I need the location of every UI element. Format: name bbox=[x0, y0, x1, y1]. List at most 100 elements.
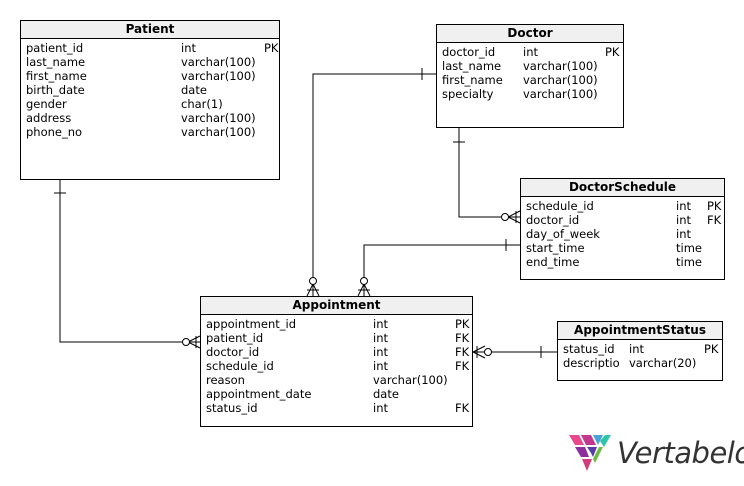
column-key: PK bbox=[264, 41, 279, 55]
column-type: varchar(100) bbox=[181, 125, 256, 139]
column-type: int bbox=[676, 213, 691, 227]
column-name: day_of_week bbox=[526, 227, 600, 241]
column-row: start_time time bbox=[526, 241, 724, 255]
vertabelo-wordmark: Vertabelo bbox=[617, 436, 744, 470]
column-type: varchar(100) bbox=[523, 73, 598, 87]
column-type: int bbox=[676, 199, 691, 213]
column-key: FK bbox=[707, 213, 722, 227]
column-name: specialty bbox=[442, 87, 494, 101]
column-type: varchar(100) bbox=[523, 87, 598, 101]
column-row: reason varchar(100) bbox=[206, 373, 472, 387]
column-row: doctor_id int FK bbox=[206, 345, 472, 359]
column-name: patient_id bbox=[206, 331, 264, 345]
column-type: int bbox=[373, 401, 388, 415]
column-type: time bbox=[676, 255, 702, 269]
column-type: int bbox=[523, 45, 538, 59]
column-row: doctor_id int PK bbox=[442, 45, 623, 59]
column-type: char(1) bbox=[181, 97, 223, 111]
column-type: int bbox=[373, 345, 388, 359]
entity-appointmentstatus[interactable]: AppointmentStatus status_id int PK descrip… bbox=[557, 321, 723, 381]
column-row: gender char(1) bbox=[26, 97, 279, 111]
column-name: gender bbox=[26, 97, 67, 111]
entity-title: DoctorSchedule bbox=[521, 179, 724, 197]
column-row: status_id int PK bbox=[563, 342, 722, 356]
entity-title: AppointmentStatus bbox=[558, 322, 722, 340]
column-name: first_name bbox=[442, 73, 503, 87]
column-key: FK bbox=[455, 331, 470, 345]
column-key: PK bbox=[605, 45, 620, 59]
column-key: FK bbox=[455, 345, 470, 359]
column-type: int bbox=[181, 41, 196, 55]
column-name: last_name bbox=[442, 59, 502, 73]
column-name: doctor_id bbox=[526, 213, 580, 227]
rel-patient-appointment bbox=[59, 180, 200, 343]
column-row: specialty varchar(100) bbox=[442, 87, 623, 101]
entity-title: Patient bbox=[21, 21, 279, 39]
column-name: doctor_id bbox=[442, 45, 496, 59]
column-type: varchar(100) bbox=[373, 373, 448, 387]
column-name: birth_date bbox=[26, 83, 85, 97]
column-name: address bbox=[26, 111, 72, 125]
column-row: schedule_id int PK bbox=[526, 199, 724, 213]
column-name: schedule_id bbox=[206, 359, 274, 373]
column-row: patient_id int PK bbox=[26, 41, 279, 55]
column-row: last_name varchar(100) bbox=[26, 55, 279, 69]
rel-schedule-appointment bbox=[363, 244, 520, 296]
column-row: appointment_date date bbox=[206, 387, 472, 401]
column-key: FK bbox=[455, 359, 470, 373]
column-key: PK bbox=[707, 199, 722, 213]
vertabelo-logo-icon bbox=[569, 435, 611, 471]
column-row: first_name varchar(100) bbox=[26, 69, 279, 83]
column-key: FK bbox=[455, 401, 470, 415]
column-key: PK bbox=[704, 342, 719, 356]
column-name: phone_no bbox=[26, 125, 83, 139]
column-type: date bbox=[373, 387, 399, 401]
entity-title: Appointment bbox=[201, 297, 472, 315]
rel-doctor-appointment bbox=[312, 73, 436, 296]
column-row: address varchar(100) bbox=[26, 111, 279, 125]
column-type: int bbox=[629, 342, 644, 356]
column-type: int bbox=[373, 317, 388, 331]
column-type: int bbox=[373, 359, 388, 373]
column-name: last_name bbox=[26, 55, 86, 69]
column-type: varchar(100) bbox=[181, 111, 256, 125]
column-name: appointment_id bbox=[206, 317, 296, 331]
column-row: schedule_id int FK bbox=[206, 359, 472, 373]
column-row: status_id int FK bbox=[206, 401, 472, 415]
column-name: reason bbox=[206, 373, 245, 387]
column-name: start_time bbox=[526, 241, 585, 255]
column-type: varchar(100) bbox=[181, 69, 256, 83]
column-type: varchar(100) bbox=[523, 59, 598, 73]
column-row: last_name varchar(100) bbox=[442, 59, 623, 73]
column-row: phone_no varchar(100) bbox=[26, 125, 279, 139]
column-name: status_id bbox=[563, 342, 615, 356]
column-name: patient_id bbox=[26, 41, 84, 55]
column-row: day_of_week int bbox=[526, 227, 724, 241]
entity-title: Doctor bbox=[437, 25, 623, 43]
column-type: time bbox=[676, 241, 702, 255]
column-name: status_id bbox=[206, 401, 258, 415]
column-name: appointment_date bbox=[206, 387, 312, 401]
column-type: int bbox=[373, 331, 388, 345]
column-type: varchar(20) bbox=[629, 356, 697, 370]
column-row: patient_id int FK bbox=[206, 331, 472, 345]
column-type: int bbox=[676, 227, 691, 241]
column-name: doctor_id bbox=[206, 345, 260, 359]
rel-doctor-schedule bbox=[458, 128, 520, 218]
column-type: varchar(100) bbox=[181, 55, 256, 69]
column-row: doctor_id int FK bbox=[526, 213, 724, 227]
column-key: PK bbox=[455, 317, 470, 331]
column-name: first_name bbox=[26, 69, 87, 83]
column-row: appointment_id int PK bbox=[206, 317, 472, 331]
column-row: first_name varchar(100) bbox=[442, 73, 623, 87]
entity-doctor[interactable]: Doctor doctor_id int PK last_name varchar(1… bbox=[436, 24, 624, 128]
vertabelo-logo: Vertabelo bbox=[567, 433, 744, 479]
column-name: schedule_id bbox=[526, 199, 594, 213]
